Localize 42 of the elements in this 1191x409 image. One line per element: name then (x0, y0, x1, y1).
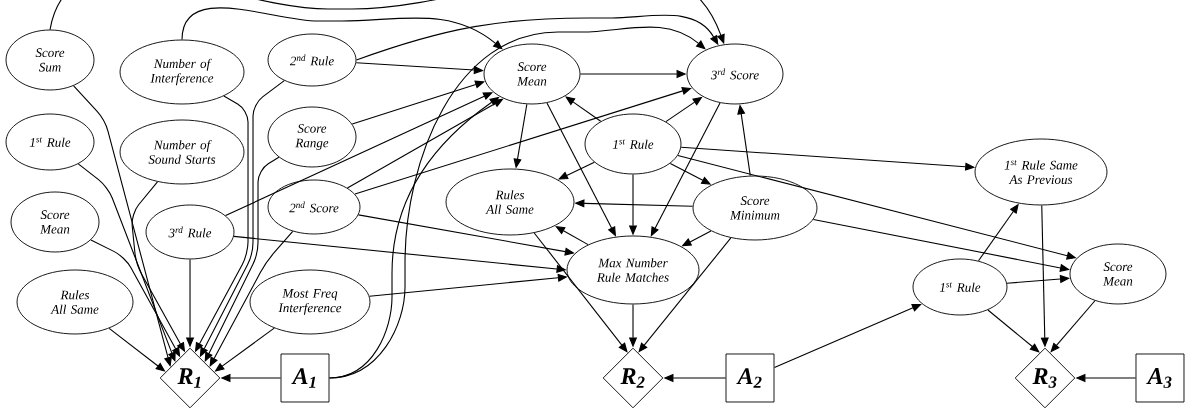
diamond-node: R$_{2}$ (602, 347, 664, 409)
square-node: A$_{3}$ (1135, 353, 1185, 403)
ellipse-node: Rules All Same (16, 269, 134, 335)
arrow (351, 80, 485, 125)
ellipse-node: Number of Interference (119, 39, 245, 105)
ellipse-node: 1$^{st}$ Rule (912, 258, 1008, 316)
arrow (812, 218, 1070, 272)
arrow (987, 309, 1040, 353)
arrow (73, 85, 172, 367)
diamond-node: R$_{3}$ (1014, 347, 1076, 409)
ellipse-node: Number of Sound Starts (119, 119, 245, 185)
ellipse-node: 2$^{nd}$ Rule (267, 33, 357, 87)
square-node: A$_{2}$ (725, 353, 775, 403)
ellipse-node: 1$^{st}$ Rule (584, 113, 682, 175)
arrow (565, 96, 602, 122)
arrow (1050, 300, 1096, 353)
arrow (181, 7, 503, 50)
arrow (533, 232, 628, 353)
ellipse-node: 1$^{st}$ Rule (5, 113, 95, 171)
ellipse-node: Score Mean (10, 191, 100, 253)
ellipse-node: Score Sum (5, 29, 95, 91)
square-node: A$_{1}$ (280, 353, 330, 403)
ellipse-node: Max Number Rule Matches (566, 235, 700, 305)
ellipse-node: Rules All Same (445, 168, 575, 236)
ellipse-node: Score Mean (1069, 243, 1167, 305)
arrow (638, 237, 732, 353)
diamond-node: R$_{1}$ (159, 347, 221, 409)
arrow (355, 14, 719, 61)
arrow (1006, 274, 1070, 284)
ellipse-node: Score Range (267, 106, 357, 168)
ellipse-node: 1$^{st}$ Rule Same As Previous (974, 138, 1108, 206)
arrow (328, 26, 706, 379)
ellipse-node: 3$^{rd}$ Score (686, 43, 784, 105)
arrow (558, 161, 595, 180)
ellipse-node: Score Mean (483, 43, 581, 105)
ellipse-node: 2$^{nd}$ Score (267, 179, 361, 235)
arrow (354, 87, 692, 195)
ellipse-node: Most Freq Interference (249, 269, 371, 335)
ellipse-node: 3$^{rd}$ Rule (145, 204, 235, 260)
arrow (108, 327, 166, 372)
arrow (209, 230, 294, 367)
ellipse-node: Score Minimum (692, 175, 818, 241)
